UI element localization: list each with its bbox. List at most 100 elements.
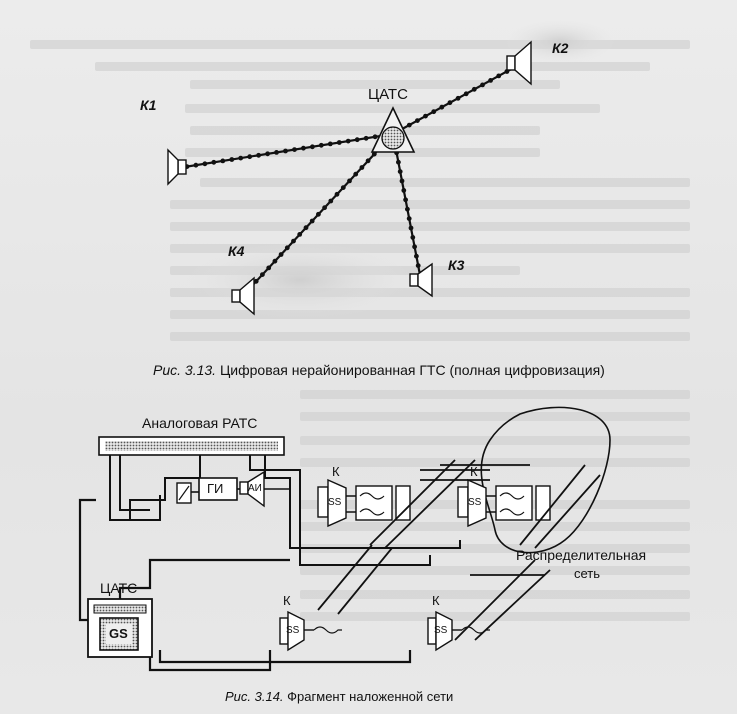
pulse-generator-label: ГИ	[207, 481, 224, 496]
link-bead	[322, 205, 327, 211]
center-exchange-label: ЦАТС	[368, 86, 408, 103]
background-text-line	[300, 612, 690, 621]
link-bead	[274, 150, 279, 155]
link-bead	[406, 122, 412, 128]
digital-exchange-label: ЦАТС	[100, 580, 138, 596]
link-bead	[439, 104, 445, 110]
link-bead	[301, 145, 306, 151]
link-bead	[278, 252, 284, 257]
concentrator-upper-right-label: К	[470, 464, 478, 479]
network-label-line2: сеть	[574, 566, 601, 581]
link-bead	[328, 198, 334, 204]
cluster-k4-icon	[231, 276, 255, 316]
link-bead	[318, 142, 324, 148]
analog-exchange-fill	[105, 441, 278, 451]
background-text-line	[200, 178, 690, 187]
link-bead	[415, 118, 420, 123]
background-text-line	[300, 412, 690, 421]
link-bead	[406, 216, 412, 222]
link-k3	[391, 133, 422, 276]
stage-lower-left-label: SS	[286, 625, 300, 636]
link-bead	[397, 169, 403, 175]
link-bead	[283, 148, 288, 154]
background-text-line	[170, 200, 690, 209]
link-bead	[303, 225, 309, 231]
link-bead	[488, 78, 493, 83]
link-k2	[392, 66, 516, 135]
link-bead	[396, 159, 401, 165]
link-bead	[447, 100, 453, 106]
link-bead	[211, 159, 217, 165]
digital-trunks	[78, 498, 412, 672]
cluster-k3-icon	[409, 262, 433, 298]
link-bead	[455, 95, 461, 101]
link-bead	[401, 188, 407, 193]
background-text-line	[185, 148, 540, 157]
link-bead	[266, 265, 272, 271]
distribution-lines	[317, 459, 601, 641]
background-text-line	[95, 62, 650, 71]
background-text-line	[170, 310, 690, 319]
link-bead	[363, 135, 369, 141]
caption-313-number: Рис. 3.13.	[153, 362, 217, 378]
link-bead	[297, 232, 303, 237]
background-text-line	[190, 126, 540, 135]
link-bead	[371, 151, 377, 157]
link-bead	[238, 155, 244, 161]
link-bead	[431, 109, 437, 115]
link-bead	[414, 253, 419, 259]
background-text-line	[170, 332, 690, 341]
link-bead	[334, 191, 340, 197]
background-text-line	[30, 40, 690, 49]
background-text-line	[300, 436, 690, 445]
link-bead	[408, 225, 414, 231]
link-bead	[347, 178, 352, 184]
concentrator-lower-left	[279, 610, 342, 652]
center-exchange-icon	[370, 106, 416, 153]
background-text-line	[300, 544, 690, 553]
link-bead	[410, 235, 416, 240]
cluster-k2-icon	[506, 40, 532, 86]
background-text-line	[300, 500, 690, 509]
background-text-line	[190, 80, 560, 89]
link-bead	[265, 151, 270, 157]
link-bead	[292, 147, 297, 153]
stage-lower-right-label: SS	[434, 625, 448, 636]
link-bead	[229, 157, 235, 162]
link-bead	[480, 82, 485, 88]
line-interface-icon	[239, 470, 265, 508]
link-bead	[412, 244, 417, 250]
link-bead	[463, 91, 469, 97]
background-text-line	[170, 244, 690, 253]
link-bead	[202, 161, 208, 167]
link-bead	[284, 245, 290, 251]
link-bead	[496, 73, 502, 79]
cluster-k1-icon	[167, 148, 187, 186]
concentrator-lower-right-label: К	[432, 593, 440, 608]
caption-figure-313: Рис. 3.13. Цифровая нерайонированная ГТС…	[153, 362, 605, 378]
link-bead	[365, 158, 371, 164]
link-bead	[247, 154, 253, 160]
link-bead	[423, 113, 428, 119]
cloud-k2-area	[505, 20, 615, 64]
cluster-k3-label: К3	[448, 257, 465, 273]
concentrator-lower-right	[427, 610, 490, 652]
cluster-k4-label: К4	[228, 243, 245, 259]
background-text-line	[170, 222, 690, 231]
link-dots	[184, 69, 510, 284]
caption-figure-314: Рис. 3.14. Фрагмент наложенной сети	[225, 689, 453, 704]
link-bead	[316, 211, 321, 217]
link-bead	[327, 141, 333, 147]
figure-314	[78, 406, 611, 672]
link-bead	[309, 218, 315, 224]
analog-exchange-label: Аналоговая РАТС	[142, 415, 258, 431]
link-bead	[415, 263, 421, 268]
link-bead	[253, 278, 259, 284]
caption-313-text: Цифровая нерайонированная ГТС (полная ци…	[219, 362, 605, 378]
background-text-line	[300, 590, 690, 599]
link-bead	[336, 140, 342, 145]
caption-314-text: Фрагмент наложенной сети	[287, 689, 454, 704]
link-bead	[372, 134, 378, 140]
background-text-line	[300, 458, 690, 467]
